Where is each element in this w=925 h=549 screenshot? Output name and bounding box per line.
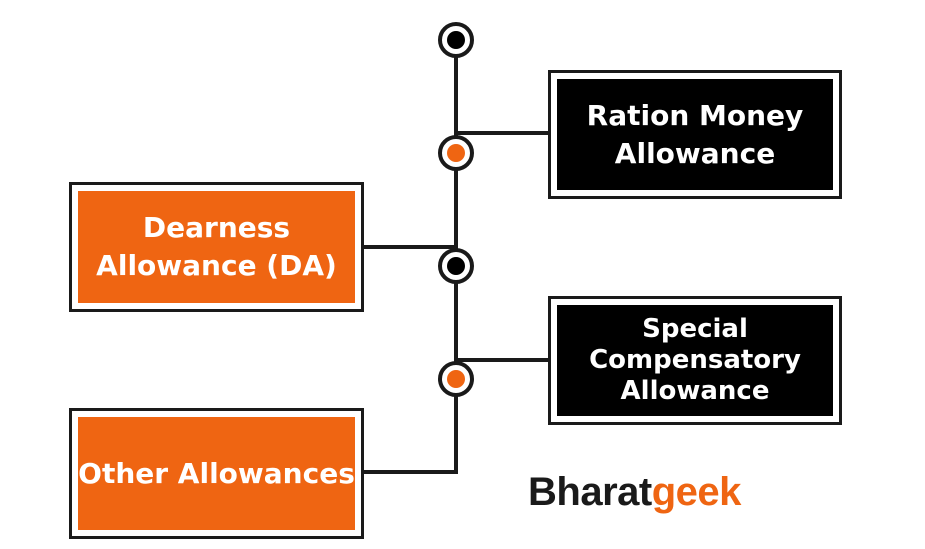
logo-text-bharat: Bharat [528, 470, 652, 514]
dearness-allowance-fill: Dearness Allowance (DA) [78, 191, 355, 303]
other-allowances-label: Other Allowances [78, 456, 355, 490]
special-compensatory-allowance-fill: Special Compensatory Allowance [557, 305, 833, 416]
bharatgeek-logo: Bharatgeek [528, 470, 741, 515]
other-allowances-fill: Other Allowances [78, 417, 355, 530]
ration-money-allowance-box: Ration Money Allowance [548, 70, 842, 199]
node-dearness-black-dot [447, 257, 465, 275]
dearness-allowance-box: Dearness Allowance (DA) [69, 182, 364, 312]
node-ration-orange-dot [447, 144, 465, 162]
ration-money-allowance-fill: Ration Money Allowance [557, 79, 833, 190]
ration-money-allowance-label: Ration Money Allowance [586, 98, 804, 170]
dearness-allowance-label: Dearness Allowance (DA) [96, 211, 337, 282]
other-allowances-box: Other Allowances [69, 408, 364, 539]
special-compensatory-allowance-box: Special Compensatory Allowance [548, 296, 842, 425]
special-compensatory-allowance-label: Special Compensatory Allowance [589, 313, 801, 407]
logo-text-geek: geek [651, 470, 742, 514]
node-top-black-dot [447, 31, 465, 49]
node-special-orange-dot [447, 370, 465, 388]
